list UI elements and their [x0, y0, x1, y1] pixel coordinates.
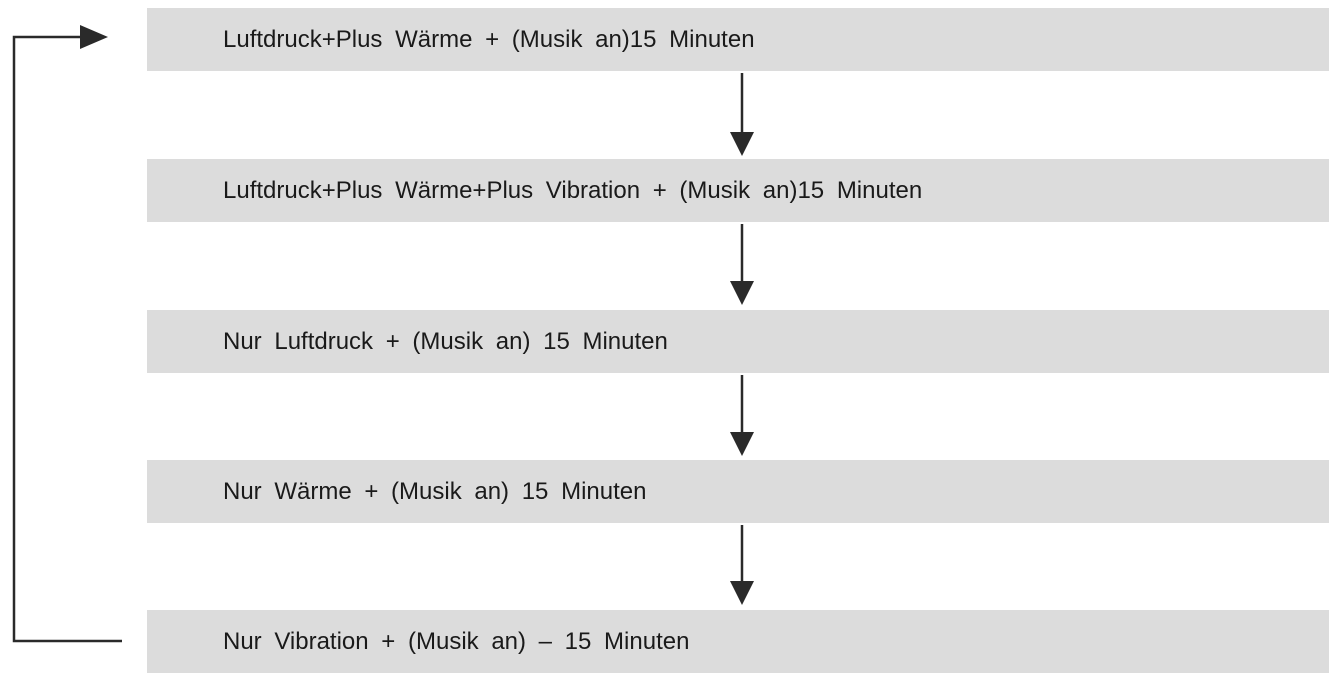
step-2-box: Luftdruck+Plus Wärme+Plus Vibration + (M…	[147, 159, 1329, 222]
loop-back-line	[12, 35, 122, 643]
step-5-label: Nur Vibration + (Musik an) – 15 Minuten	[223, 627, 690, 655]
step-3-box: Nur Luftdruck + (Musik an) 15 Minuten	[147, 310, 1329, 373]
step-4-box: Nur Wärme + (Musik an) 15 Minuten	[147, 460, 1329, 523]
arrow-2-3-head	[730, 281, 754, 305]
step-2-label: Luftdruck+Plus Wärme+Plus Vibration + (M…	[223, 176, 923, 204]
arrow-3-4-head	[730, 432, 754, 456]
arrow-1-2-head	[730, 132, 754, 156]
step-1-label: Luftdruck+Plus Wärme + (Musik an)15 Minu…	[223, 25, 755, 53]
step-4-label: Nur Wärme + (Musik an) 15 Minuten	[223, 477, 647, 505]
step-5-box: Nur Vibration + (Musik an) – 15 Minuten	[147, 610, 1329, 673]
loop-back-arrow-head	[80, 25, 108, 49]
arrow-4-5-head	[730, 581, 754, 605]
step-1-box: Luftdruck+Plus Wärme + (Musik an)15 Minu…	[147, 8, 1329, 71]
step-3-label: Nur Luftdruck + (Musik an) 15 Minuten	[223, 327, 668, 355]
